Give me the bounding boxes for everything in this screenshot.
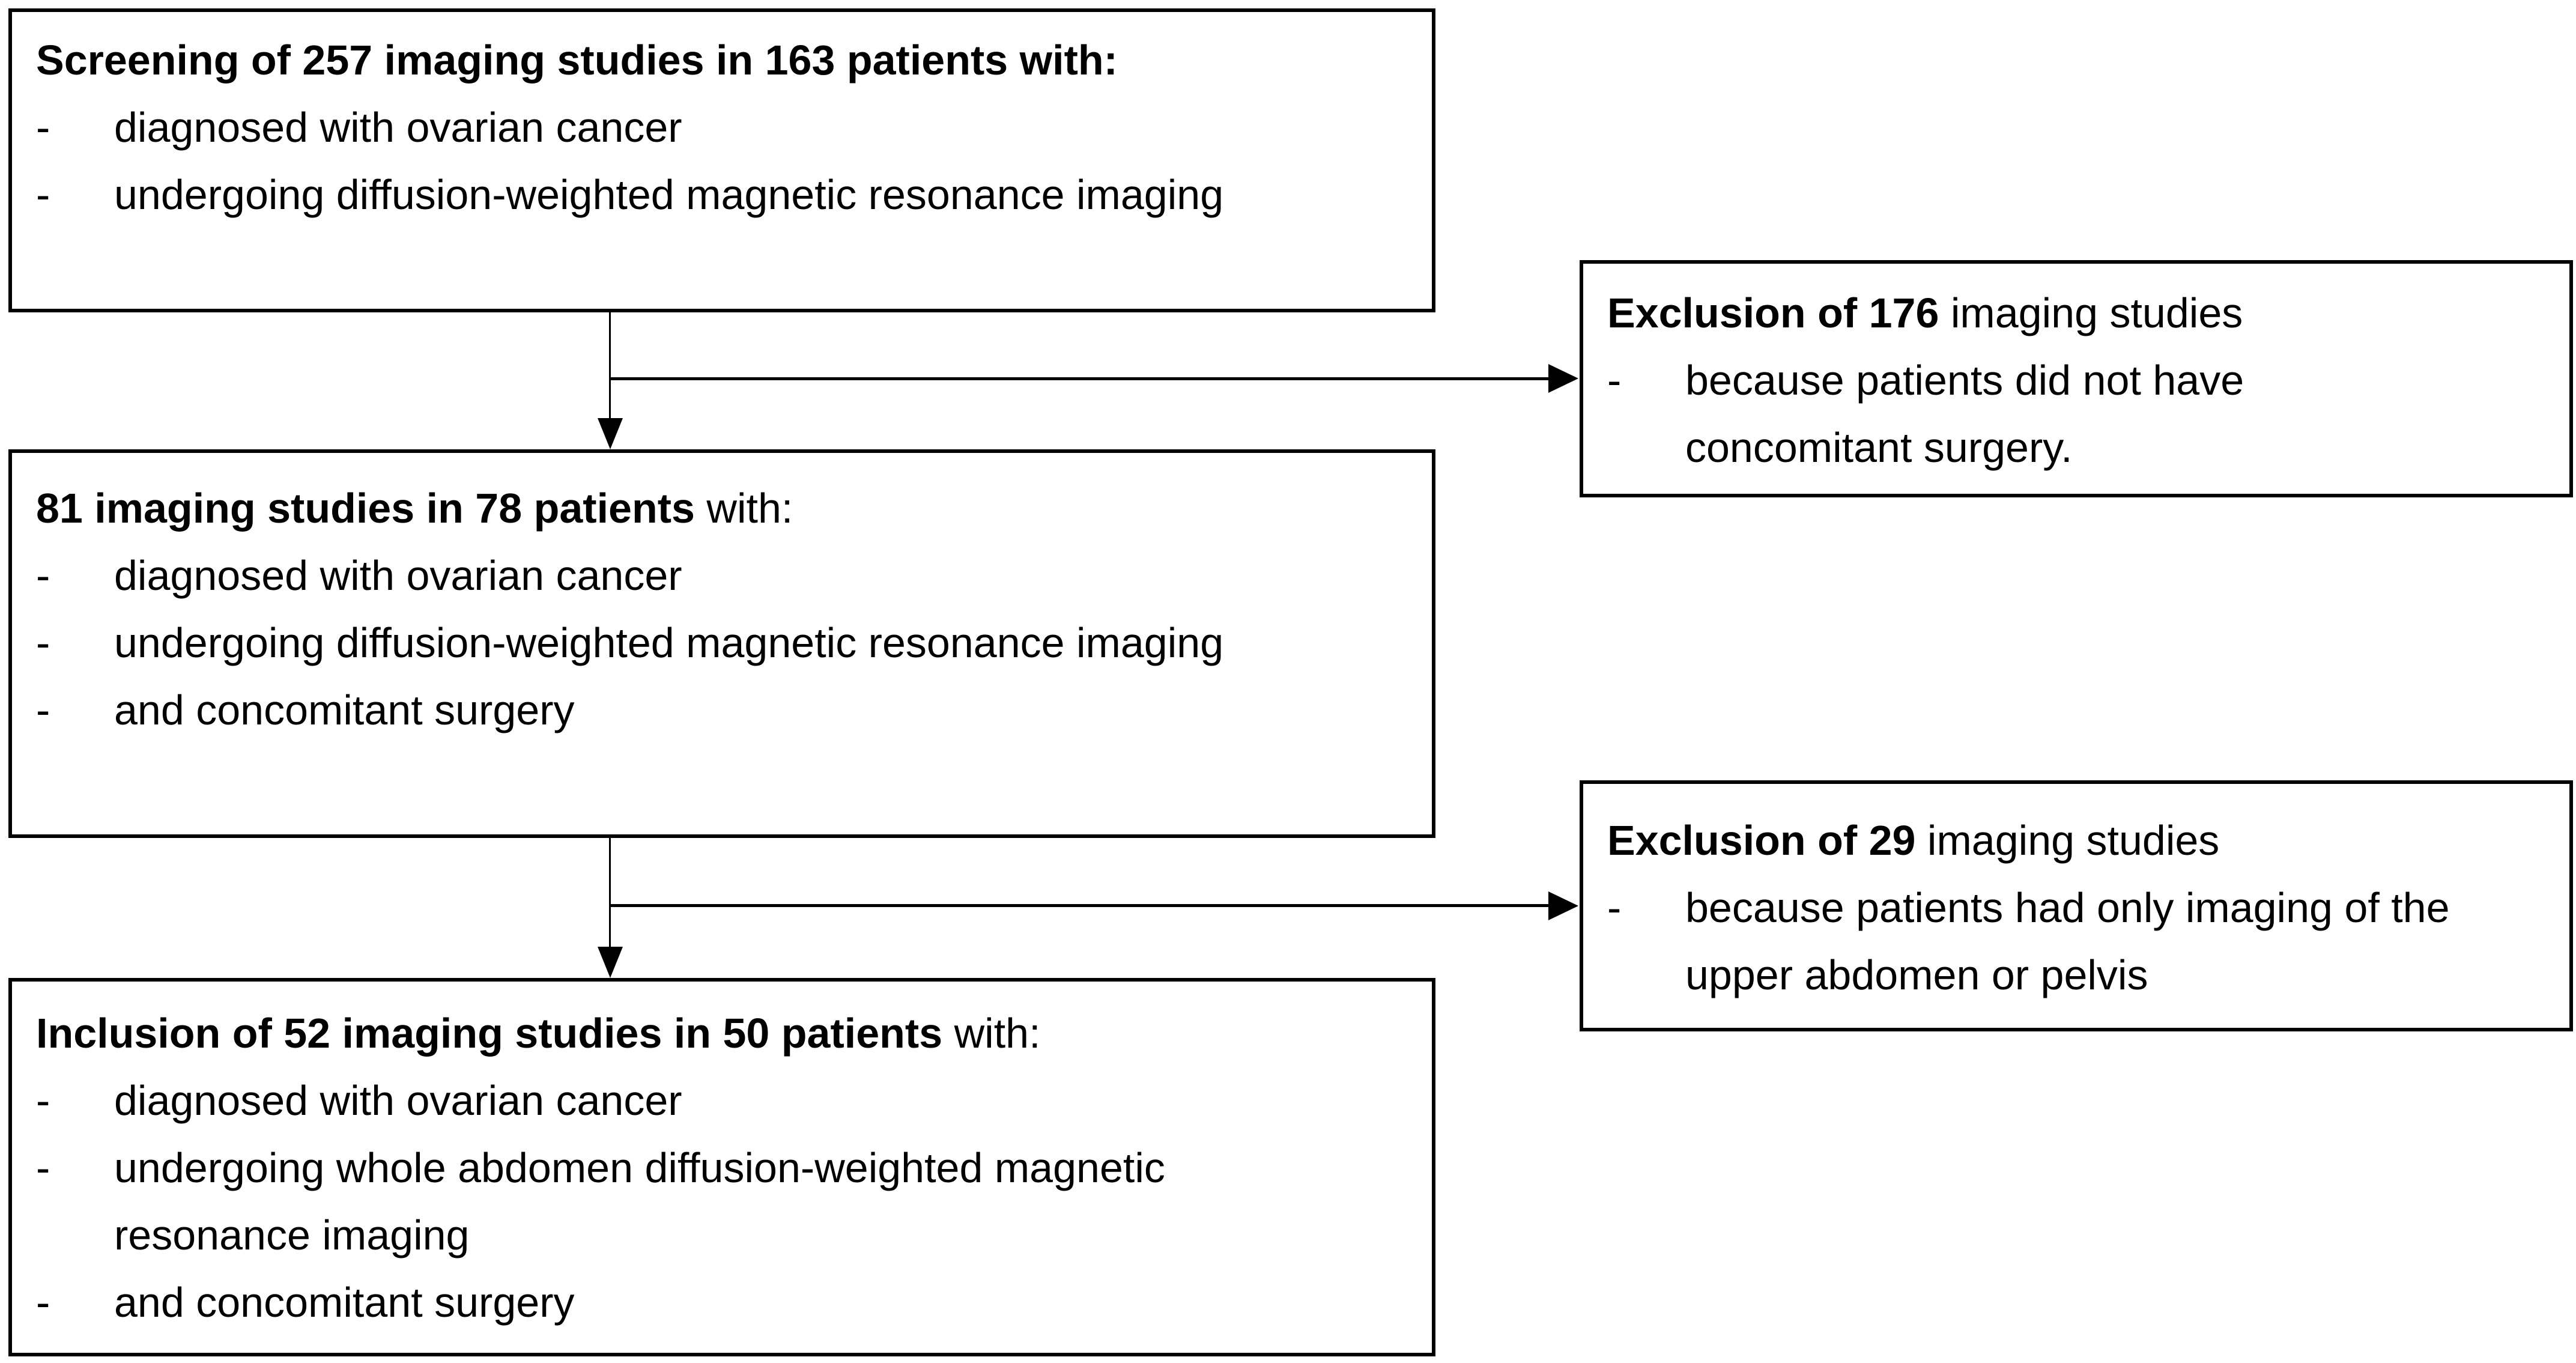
- arrow-right-icon: [1548, 364, 1578, 393]
- connector-screening-to-exclusion1-line: [609, 377, 1551, 380]
- bullet-text: diagnosed with ovarian cancer: [114, 552, 682, 599]
- intermediate-title: 81 imaging studies in 78 patients with:: [36, 475, 1408, 542]
- intermediate-bullet-list: - diagnosed with ovarian cancer - underg…: [36, 542, 1408, 744]
- connector-screening-to-intermediate-line: [609, 312, 611, 419]
- bullet-text: diagnosed with ovarian cancer: [114, 104, 682, 151]
- bullet-dash: -: [36, 687, 50, 733]
- bullet-text: undergoing diffusion-weighted magnetic r…: [114, 171, 1224, 218]
- inclusion-title: Inclusion of 52 imaging studies in 50 pa…: [36, 1000, 1408, 1067]
- bullet-text: and concomitant surgery: [114, 687, 575, 733]
- bullet-text: because patients did not have concomitan…: [1685, 357, 2244, 471]
- connector-intermediate-to-inclusion-line: [609, 838, 611, 948]
- bullet-text: because patients had only imaging of the…: [1685, 884, 2450, 998]
- bullet-dash: -: [36, 619, 50, 666]
- bullet-dash: -: [1607, 357, 1622, 404]
- exclusion2-bullet-list: - because patients had only imaging of t…: [1607, 874, 2545, 1009]
- bullet-dash: -: [36, 104, 50, 151]
- bullet-dash: -: [36, 552, 50, 599]
- exclusion1-title-bold: Exclusion of 176: [1607, 290, 1939, 336]
- intermediate-title-regular: with:: [694, 485, 793, 532]
- intermediate-box: 81 imaging studies in 78 patients with: …: [8, 449, 1435, 838]
- list-item: - because patients had only imaging of t…: [1607, 874, 2545, 1009]
- bullet-text: and concomitant surgery: [114, 1279, 575, 1326]
- bullet-dash: -: [36, 1077, 50, 1124]
- screening-box: Screening of 257 imaging studies in 163 …: [8, 8, 1435, 312]
- exclusion1-box: Exclusion of 176 imaging studies - becau…: [1580, 260, 2573, 497]
- list-item: - undergoing diffusion-weighted magnetic…: [36, 609, 1408, 676]
- bullet-text: diagnosed with ovarian cancer: [114, 1077, 682, 1124]
- arrow-down-icon: [598, 418, 623, 449]
- connector-intermediate-to-exclusion2-line: [609, 904, 1551, 907]
- bullet-dash: -: [36, 171, 50, 218]
- arrow-right-icon: [1548, 891, 1578, 920]
- inclusion-box: Inclusion of 52 imaging studies in 50 pa…: [8, 978, 1435, 1356]
- bullet-dash: -: [36, 1279, 50, 1326]
- list-item: - and concomitant surgery: [36, 676, 1408, 744]
- exclusion2-title: Exclusion of 29 imaging studies: [1607, 807, 2545, 874]
- list-item: - and concomitant surgery: [36, 1269, 1408, 1336]
- bullet-text: undergoing whole abdomen diffusion-weigh…: [114, 1144, 1165, 1258]
- list-item: - because patients did not have concomit…: [1607, 347, 2545, 481]
- inclusion-title-bold: Inclusion of 52 imaging studies in 50 pa…: [36, 1010, 943, 1057]
- exclusion2-box: Exclusion of 29 imaging studies - becaus…: [1580, 780, 2573, 1031]
- screening-bullet-list: - diagnosed with ovarian cancer - underg…: [36, 94, 1408, 228]
- screening-title-bold: Screening of 257 imaging studies in 163 …: [36, 37, 1118, 83]
- inclusion-bullet-list: - diagnosed with ovarian cancer - underg…: [36, 1067, 1408, 1336]
- screening-title: Screening of 257 imaging studies in 163 …: [36, 26, 1408, 94]
- list-item: - diagnosed with ovarian cancer: [36, 1067, 1408, 1134]
- exclusion1-bullet-list: - because patients did not have concomit…: [1607, 347, 2545, 481]
- exclusion2-title-bold: Exclusion of 29: [1607, 817, 1916, 864]
- exclusion1-title: Exclusion of 176 imaging studies: [1607, 279, 2545, 347]
- bullet-dash: -: [1607, 884, 1622, 931]
- inclusion-title-regular: with:: [942, 1010, 1041, 1057]
- exclusion2-title-regular: imaging studies: [1915, 817, 2220, 864]
- bullet-dash: -: [36, 1144, 50, 1191]
- arrow-down-icon: [598, 947, 623, 978]
- list-item: - undergoing diffusion-weighted magnetic…: [36, 161, 1408, 228]
- exclusion1-title-regular: imaging studies: [1939, 290, 2243, 336]
- intermediate-title-bold: 81 imaging studies in 78 patients: [36, 485, 695, 532]
- list-item: - diagnosed with ovarian cancer: [36, 94, 1408, 161]
- bullet-text: undergoing diffusion-weighted magnetic r…: [114, 619, 1224, 666]
- list-item: - diagnosed with ovarian cancer: [36, 542, 1408, 609]
- list-item: - undergoing whole abdomen diffusion-wei…: [36, 1134, 1408, 1269]
